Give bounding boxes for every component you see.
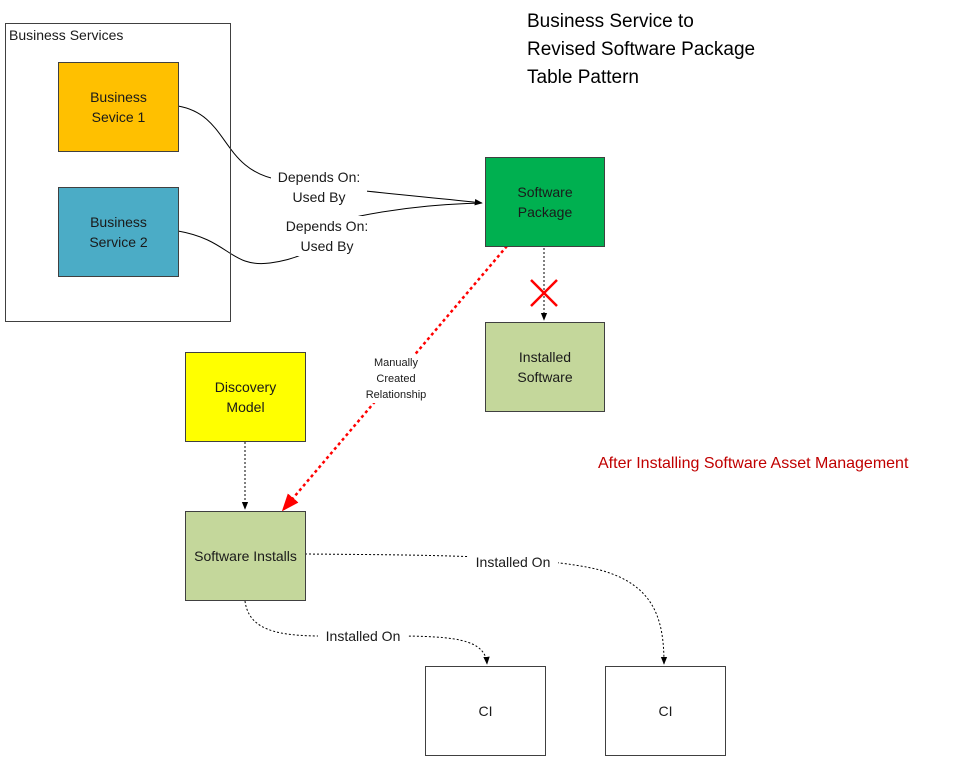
node-installed-software-label: Installed Software (517, 349, 573, 385)
node-ci-2[interactable]: CI (605, 666, 726, 756)
title-line-2: Revised Software Package (527, 39, 756, 60)
title-line-1: Business Service to (527, 11, 694, 32)
edge-label-manual: Manually Created Relationship (358, 355, 434, 403)
node-ci-2-label: CI (658, 703, 673, 719)
node-discovery-model-label: Discovery Model (214, 379, 277, 415)
node-business-service-2[interactable]: Business Service 2 (58, 187, 179, 277)
node-ci-1[interactable]: CI (425, 666, 546, 756)
node-discovery-model[interactable]: Discovery Model (185, 352, 306, 442)
edge-installed-on-1 (244, 600, 490, 665)
node-business-service-1[interactable]: Business Sevice 1 (58, 62, 179, 152)
removed-relationship-x-icon (530, 279, 558, 307)
node-business-service-1-label: Business Sevice 1 (90, 89, 147, 125)
diagram-title: Business Service to Revised Software Pac… (527, 8, 755, 92)
node-software-installs-label: Software Installs (194, 548, 297, 564)
node-software-installs[interactable]: Software Installs (185, 511, 306, 601)
node-software-package[interactable]: Software Package (485, 157, 605, 247)
node-business-service-2-label: Business Service 2 (89, 214, 148, 250)
title-line-3: Table Pattern (527, 67, 639, 88)
node-software-package-label: Software Package (517, 184, 573, 220)
business-services-container (5, 23, 231, 322)
edge-label-depends-on-1: Depends On: Used By (271, 167, 367, 207)
node-installed-software[interactable]: Installed Software (485, 322, 605, 412)
edge-manual (281, 245, 508, 512)
business-services-label: Business Services (9, 27, 124, 43)
edge-label-installed-on-2: Installed On (468, 552, 558, 572)
node-ci-1-label: CI (478, 703, 493, 719)
edge-label-installed-on-1: Installed On (318, 626, 408, 646)
edge-label-depends-on-2: Depends On: Used By (279, 216, 375, 256)
diagram-subtitle: After Installing Software Asset Manageme… (598, 455, 909, 472)
edge-installed-on-2 (304, 553, 668, 665)
